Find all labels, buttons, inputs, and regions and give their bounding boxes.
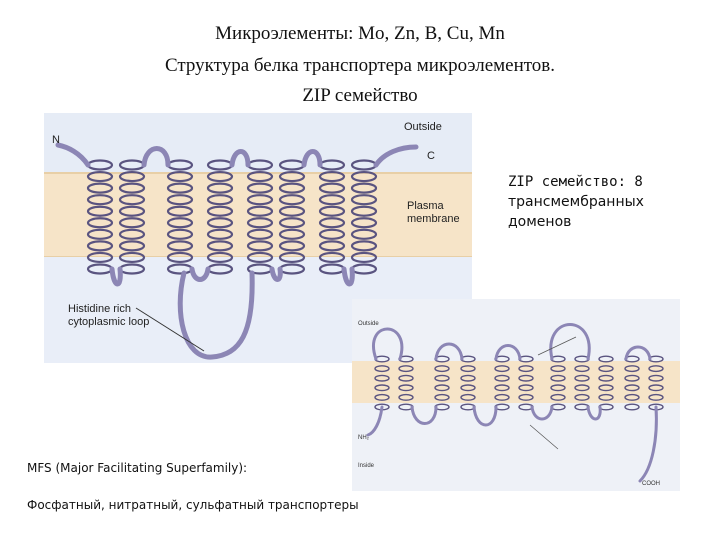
mfs-inside-loop bbox=[410, 405, 438, 425]
mfs-outside-label: Outside bbox=[358, 321, 379, 327]
note-line-3: доменов bbox=[508, 214, 572, 230]
mfs-outside-loop bbox=[494, 344, 522, 361]
loop-group bbox=[55, 142, 419, 360]
mfs-caption-examples: Фосфатный, нитратный, сульфатный транспо… bbox=[27, 498, 359, 512]
mfs-pointer-bottom bbox=[529, 424, 559, 450]
n-terminus-label: N bbox=[52, 134, 60, 146]
plasma-label: Plasma bbox=[407, 200, 445, 212]
mfs-inside-loop bbox=[586, 405, 602, 421]
mfs-inside-label: Inside bbox=[358, 463, 375, 469]
mfs-transmembrane-helix bbox=[624, 355, 640, 411]
title-line-1: Микроэлементы: Mo, Zn, B, Cu, Mn bbox=[215, 23, 505, 44]
histidine-rich-loop bbox=[177, 270, 255, 360]
inside-loop bbox=[189, 266, 211, 282]
mfs-c-tail bbox=[638, 405, 658, 483]
mfs-loop-group bbox=[366, 323, 658, 483]
mfs-outside-loop bbox=[372, 327, 404, 361]
mfs-transmembrane-helix bbox=[460, 355, 476, 411]
title-line-3: ZIP семейство bbox=[302, 85, 418, 106]
mfs-transmembrane-helix bbox=[598, 355, 614, 411]
outside-loop bbox=[301, 149, 323, 168]
outside-label: Outside bbox=[404, 121, 442, 133]
outside-loop bbox=[229, 149, 251, 168]
transmembrane-helix bbox=[318, 159, 346, 275]
mfs-pointer-top bbox=[537, 336, 577, 356]
transmembrane-helix bbox=[350, 159, 378, 275]
outside-region bbox=[44, 113, 472, 173]
mfs-outside-loop bbox=[549, 323, 591, 361]
zip-domain-note: ZIP семейство: 8 трансмембранных доменов bbox=[508, 172, 688, 232]
inside-loop bbox=[269, 266, 283, 282]
mfs-n-label: NH₂ bbox=[358, 435, 370, 441]
mfs-caption-title: MFS (Major Facilitating Superfamily): bbox=[27, 461, 248, 475]
loop-label-line-1: Histidine rich bbox=[68, 303, 131, 315]
mfs-outside-loop bbox=[434, 342, 464, 361]
mfs-membrane-band bbox=[352, 361, 680, 403]
outside-loop bbox=[141, 146, 171, 168]
membrane-label: membrane bbox=[407, 213, 460, 225]
title-line-2: Структура белка транспортера микроэлемен… bbox=[164, 55, 556, 76]
transmembrane-helix bbox=[278, 159, 306, 275]
note-line-2: трансмембранных bbox=[508, 194, 644, 210]
inside-loop bbox=[341, 266, 355, 287]
loop-pointer-line bbox=[135, 307, 205, 352]
note-line-1: ZIP семейство: 8 bbox=[508, 174, 643, 190]
mfs-inside-loop bbox=[530, 405, 554, 421]
inside-loop bbox=[109, 266, 123, 287]
mfs-transmembrane-helix bbox=[518, 355, 534, 411]
c-terminus-tail bbox=[373, 144, 419, 168]
mfs-transmembrane-helix bbox=[434, 355, 450, 411]
loop-label-line-2: cytoplasmic loop bbox=[68, 316, 149, 328]
mfs-c-label: COOH bbox=[642, 481, 660, 487]
mfs-inside-loop bbox=[472, 405, 498, 427]
mfs-transporter-diagram: Outside Inside NH₂ COOH bbox=[352, 299, 680, 491]
c-terminus-label: C bbox=[427, 150, 435, 162]
mfs-n-tail bbox=[366, 405, 384, 437]
mfs-outside-loop bbox=[624, 345, 652, 361]
n-terminus-tail bbox=[55, 142, 91, 168]
zip-transporter-diagram: Outside N C Plasma membrane Histidine ri… bbox=[44, 113, 472, 363]
